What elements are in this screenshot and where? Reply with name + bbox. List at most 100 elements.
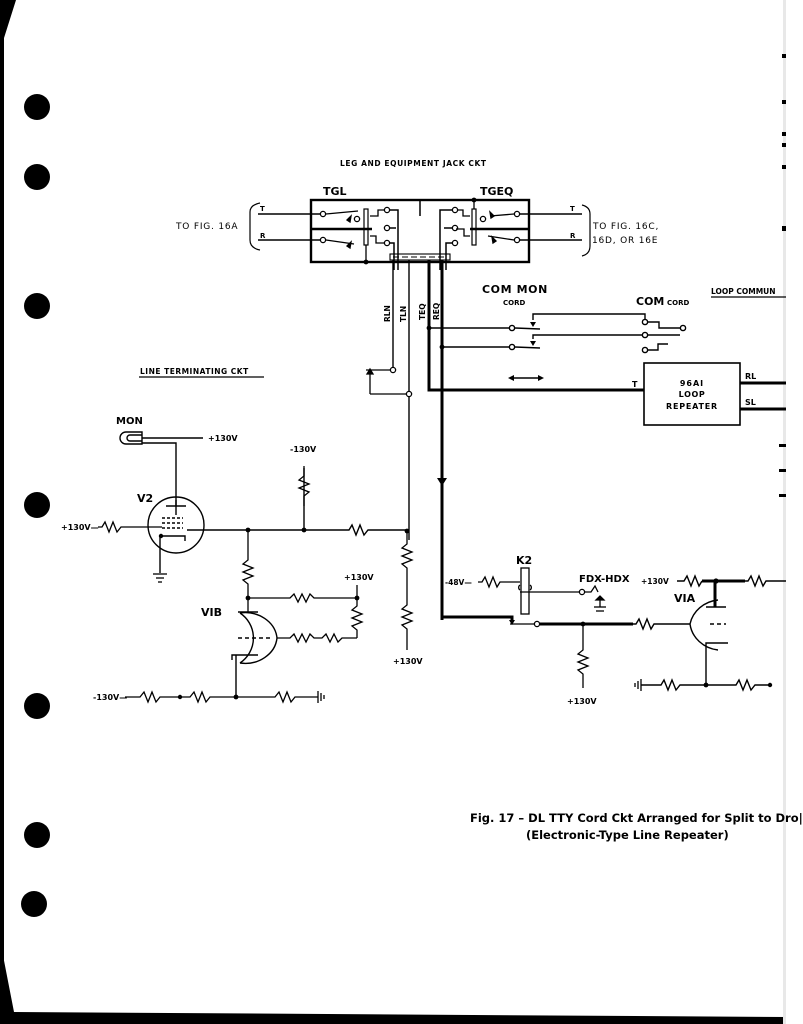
repeater-line3: REPEATER xyxy=(666,402,718,411)
jack-tgeq-springs xyxy=(451,200,521,247)
v1b-tube-icon xyxy=(231,611,278,697)
bottom-minus-voltage: -130V— xyxy=(93,693,127,702)
com-cord-label: CORD xyxy=(667,299,689,307)
to-fig-16c: TO FIG. 16C, xyxy=(592,222,659,232)
v1a-battery-icon xyxy=(634,679,642,691)
battery-ground-icon xyxy=(317,691,325,703)
v2-label: V2 xyxy=(137,492,153,505)
v1a-grid-path xyxy=(510,617,690,688)
contact-arrow xyxy=(530,341,536,346)
right-edge-marks xyxy=(779,54,786,497)
jack-label-tgeq: TGEQ xyxy=(480,185,513,198)
teq-to-repeater xyxy=(427,388,644,392)
rln-tln-contact xyxy=(365,366,413,398)
k2-label: K2 xyxy=(516,554,532,567)
jack-linkage xyxy=(389,253,451,261)
left-r-label: R xyxy=(260,232,266,240)
caption-line-1: Fig. 17 – DL TTY Cord Ckt Arranged for S… xyxy=(470,811,803,825)
binder-hole xyxy=(24,822,50,848)
jack-internal-wiring xyxy=(390,200,452,270)
v1a-tube-icon xyxy=(689,599,728,685)
v1a-label: VIA xyxy=(674,592,696,605)
v1a-plate-bus xyxy=(677,574,786,607)
binder-hole xyxy=(24,492,50,518)
jack-tgl-springs xyxy=(319,206,391,264)
resistor-icon xyxy=(297,466,311,506)
repeater-sl-label: SL xyxy=(745,398,756,407)
binder-hole xyxy=(24,164,50,190)
junction-dot xyxy=(354,595,360,601)
schematic-diagram: LEG AND EQUIPMENT JACK CKT TGL TGEQ T R … xyxy=(0,0,786,1024)
repeater-outputs xyxy=(740,381,786,411)
binder-hole xyxy=(24,693,50,719)
scan-edge-right xyxy=(783,0,786,1024)
mon-voltage: +130V xyxy=(208,434,238,443)
section-title-leg-jack: LEG AND EQUIPMENT JACK CKT xyxy=(340,159,487,168)
right-t-label: T xyxy=(570,205,575,213)
contact-arrow xyxy=(530,322,536,327)
repeater-rl-label: RL xyxy=(745,372,756,381)
contact-arrow xyxy=(509,620,515,625)
repeater-line1: 96AI xyxy=(680,379,704,388)
junction-dot xyxy=(767,682,773,688)
junction-dot xyxy=(301,527,307,533)
com-label: COM xyxy=(636,295,664,308)
left-t-label: T xyxy=(260,205,265,213)
junction-dot xyxy=(158,533,164,539)
scan-edge-left xyxy=(0,0,4,1024)
bottom-resistor-chain xyxy=(125,690,318,704)
k2-relay-icon xyxy=(478,567,599,615)
minus-130v-top: -130V xyxy=(290,445,317,454)
req-down-to-k2 xyxy=(442,615,514,622)
lead-label-rln: RLN xyxy=(383,305,392,322)
section-title-line-terminating: LINE TERMINATING CKT xyxy=(140,367,249,376)
double-arrow-icon xyxy=(508,375,544,381)
left-tr-leads xyxy=(249,202,323,251)
junction-dot xyxy=(233,694,239,700)
junction-dot xyxy=(363,259,369,265)
mon-label: MON xyxy=(116,416,143,427)
caption-line-2: (Electronic-Type Line Repeater) xyxy=(526,828,729,842)
scan-edge-bottom xyxy=(0,940,786,1024)
junction-dot xyxy=(471,197,477,203)
com-cord-wiring xyxy=(429,313,687,354)
contact-point xyxy=(533,620,541,628)
binder-hole xyxy=(24,293,50,319)
k2-minus-voltage: -48V— xyxy=(445,578,472,587)
v2-grid-voltage: +130V— xyxy=(61,523,99,532)
to-fig-16d-16e: 16D, OR 16E xyxy=(592,236,658,246)
v1a-plus-voltage: +130V xyxy=(641,577,669,586)
section-title-loop-commun: LOOP COMMUN xyxy=(711,287,776,296)
to-fig-16a: TO FIG. 16A xyxy=(175,222,238,232)
v1b-wiring xyxy=(241,530,364,644)
v1b-plus-voltage: +130V xyxy=(344,573,374,582)
com-mon-cord-label: CORD xyxy=(503,299,525,307)
mon-lamp-icon xyxy=(119,431,203,515)
repeater-line2: LOOP xyxy=(679,390,706,399)
loop-repeater-box xyxy=(643,362,741,426)
v1b-label: VIB xyxy=(201,606,222,619)
com-mon-label: COM MON xyxy=(482,283,548,296)
junction-dot xyxy=(703,682,709,688)
lead-label-teq: TEQ xyxy=(418,303,427,320)
figure-caption: Fig. 17 – DL TTY Cord Ckt Arranged for S… xyxy=(470,810,803,844)
fdx-hdx-label: FDX-HDX xyxy=(579,574,630,585)
right-tr-leads xyxy=(517,204,591,257)
fdx-ground-icon xyxy=(594,595,606,612)
lead-label-req: REQ xyxy=(432,303,441,320)
junction-dot xyxy=(713,578,719,584)
resistor-icon xyxy=(98,520,162,534)
vertical-leads xyxy=(392,260,444,620)
jack-label-tgl: TGL xyxy=(323,185,347,198)
junction-dot xyxy=(580,621,586,627)
binder-hole xyxy=(21,891,47,917)
lead-label-tln: TLN xyxy=(399,306,408,322)
junction-dot xyxy=(439,344,445,350)
v2-tube-icon xyxy=(147,496,250,573)
ground-icon xyxy=(153,573,167,583)
repeater-t-label: T xyxy=(632,380,638,389)
junction-dot xyxy=(177,694,183,700)
k2-bottom-voltage: +130V xyxy=(567,697,597,706)
req-arrow-icon xyxy=(437,478,447,486)
